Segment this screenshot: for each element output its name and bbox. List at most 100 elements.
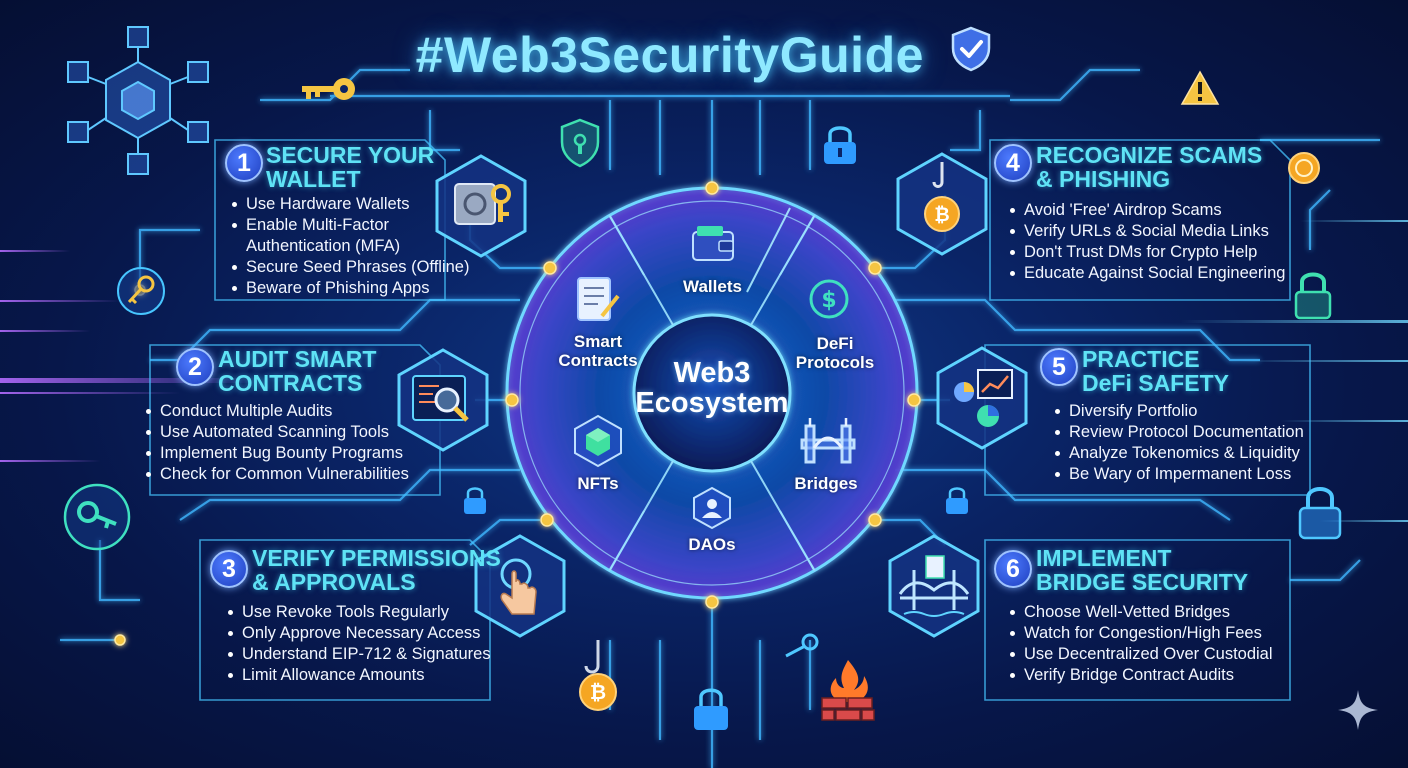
section-number-badge: 4 [994, 144, 1032, 182]
heading-line1: VERIFY PERMISSIONS [252, 545, 501, 571]
key-icon [785, 633, 819, 658]
segment-label-line2: Protocols [795, 353, 875, 372]
list-item: Analyze Tokenomics & Liquidity [1055, 443, 1304, 464]
key-icon [302, 78, 355, 100]
coin-icon [1288, 152, 1320, 184]
section-item-list: Avoid 'Free' Airdrop Scams Verify URLs &… [1010, 200, 1285, 284]
section-heading: AUDIT SMART CONTRACTS [218, 347, 376, 395]
section-heading: RECOGNIZE SCAMS & PHISHING [1036, 143, 1262, 191]
list-item: Use Revoke Tools Regularly [228, 602, 491, 623]
section-number-badge: 6 [994, 550, 1032, 588]
section-number-badge: 1 [225, 144, 263, 182]
heading-line2: BRIDGE SECURITY [1036, 569, 1249, 595]
segment-label: Bridges [794, 474, 858, 493]
section-item-list: Choose Well-Vetted Bridges Watch for Con… [1010, 602, 1273, 686]
section-heading: IMPLEMENT BRIDGE SECURITY [1036, 546, 1248, 594]
list-item: Secure Seed Phrases (Offline) [232, 257, 469, 278]
segment-bridges[interactable]: Bridges [780, 474, 872, 493]
list-item: Understand EIP-712 & Signatures [228, 644, 491, 665]
list-item: Use Hardware Wallets [232, 194, 469, 215]
light-streaks [0, 220, 1408, 522]
list-item: Be Wary of Impermanent Loss [1055, 464, 1304, 485]
list-item: Conduct Multiple Audits [146, 401, 409, 422]
warning-icon [1180, 70, 1220, 105]
svg-text:₿: ₿ [590, 680, 606, 704]
list-item: Diversify Portfolio [1055, 401, 1304, 422]
list-item: Choose Well-Vetted Bridges [1010, 602, 1273, 623]
list-item: Review Protocol Documentation [1055, 422, 1304, 443]
segment-label: Wallets [683, 277, 742, 296]
segment-nfts[interactable]: NFTs [558, 474, 638, 493]
hub-label-line2: Ecosystem [635, 387, 789, 419]
padlock-icon [464, 487, 486, 514]
shield-check-icon [560, 118, 600, 168]
section-item-list: Use Revoke Tools Regularly Only Approve … [228, 602, 491, 686]
heading-line2: & PHISHING [1036, 166, 1171, 192]
defi-coin-icon: $ [809, 279, 849, 319]
list-item: Limit Allowance Amounts [228, 665, 491, 686]
segment-label-line2: Contracts [558, 351, 638, 370]
list-item: Use Decentralized Over Custodial [1010, 644, 1273, 665]
heading-line1: AUDIT SMART [218, 346, 377, 372]
svg-text:₿: ₿ [934, 204, 949, 226]
list-item: Avoid 'Free' Airdrop Scams [1010, 200, 1285, 221]
padlock-icon [824, 126, 856, 164]
list-item: Implement Bug Bounty Programs [146, 443, 409, 464]
list-item: Enable Multi-Factor [232, 215, 469, 236]
segment-wallets[interactable]: Wallets [665, 277, 760, 296]
heading-line1: PRACTICE [1082, 346, 1200, 372]
key-icon [117, 267, 165, 315]
list-item: Authentication (MFA) [246, 237, 401, 255]
page-title: #Web3SecurityGuide [0, 22, 1408, 84]
dao-people-icon [693, 486, 731, 530]
title-text: #Web3SecurityGuide [415, 26, 924, 83]
list-item: Beware of Phishing Apps [232, 278, 469, 299]
nft-cube-icon [574, 414, 622, 468]
section-item-list: Conduct Multiple Audits Use Automated Sc… [146, 401, 409, 485]
padlock-icon [694, 688, 728, 730]
firewall-icon [821, 660, 875, 721]
list-item: Watch for Congestion/High Fees [1010, 623, 1273, 644]
padlock-icon [1294, 272, 1332, 320]
segment-label-line1: Smart [573, 332, 623, 351]
section-heading: SECURE YOUR WALLET [266, 143, 434, 191]
heading-line1: RECOGNIZE SCAMS [1036, 142, 1263, 168]
section-number-badge: 2 [176, 348, 214, 386]
svg-text:$: $ [821, 288, 836, 313]
list-item: Only Approve Necessary Access [228, 623, 491, 644]
hub-label-line1: Web3 [673, 357, 751, 389]
sparkle-icon [1338, 690, 1378, 730]
heading-line2: DeFi SAFETY [1082, 370, 1229, 396]
hub-spokes [609, 215, 815, 571]
bridge-icon [800, 418, 856, 464]
padlock-icon [1298, 487, 1342, 540]
shield-check-icon [950, 26, 992, 84]
segment-label: DAOs [688, 535, 736, 554]
heading-line2: CONTRACTS [218, 370, 363, 396]
section-number-badge: 5 [1040, 348, 1078, 386]
segment-smart-contracts[interactable]: Smart Contracts [550, 332, 646, 370]
bridge-document-icon [888, 534, 980, 638]
section-heading: PRACTICE DeFi SAFETY [1082, 347, 1229, 395]
list-item: Verify URLs & Social Media Links [1010, 221, 1285, 242]
list-item: Verify Bridge Contract Audits [1010, 665, 1273, 686]
section-heading: VERIFY PERMISSIONS & APPROVALS [252, 546, 501, 594]
safe-key-icon [435, 154, 527, 258]
section-item-list: Use Hardware Wallets Enable Multi-Factor… [232, 194, 469, 299]
segment-label-line1: DeFi [816, 334, 854, 353]
blockchain-cube-icon [67, 26, 209, 175]
heading-line1: SECURE YOUR [266, 142, 435, 168]
section-number-badge: 3 [210, 550, 248, 588]
heading-line2: WALLET [266, 166, 361, 192]
padlock-icon [946, 487, 968, 514]
heading-line1: IMPLEMENT [1036, 545, 1172, 571]
contract-scroll-icon [577, 277, 620, 321]
segment-daos[interactable]: DAOs [672, 535, 752, 554]
segment-label: NFTs [577, 474, 619, 493]
segment-defi-protocols[interactable]: DeFi Protocols [785, 334, 885, 372]
wallet-icon [692, 226, 734, 261]
code-search-icon [397, 348, 489, 452]
section-item-list: Diversify Portfolio Review Protocol Docu… [1055, 401, 1304, 485]
key-icon [63, 483, 131, 551]
portfolio-chart-icon [936, 346, 1028, 450]
